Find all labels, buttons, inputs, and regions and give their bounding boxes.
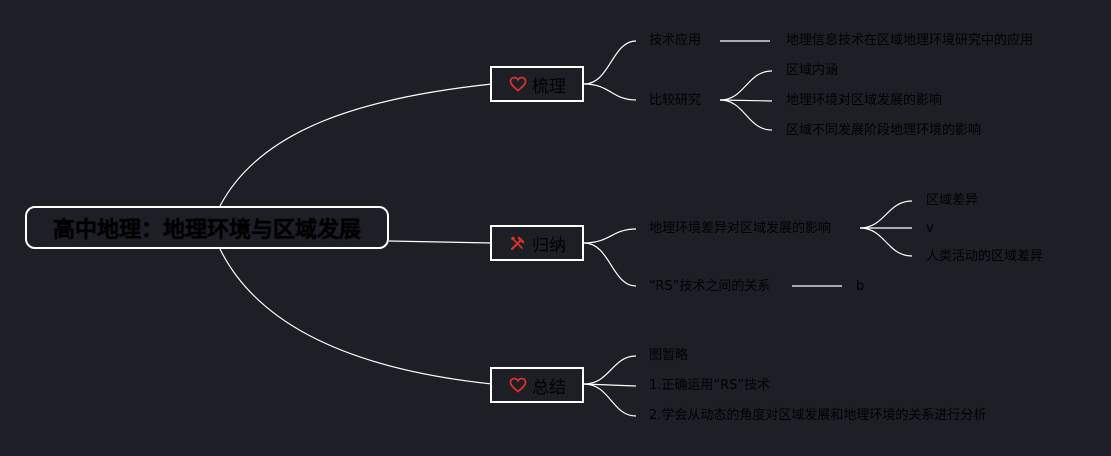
topic-node[interactable]: 区域内涵 [786, 63, 839, 78]
topic-node[interactable]: 1.正确运用“RS”技术 [649, 378, 771, 393]
link-b3-c1 [583, 355, 637, 385]
topic-node[interactable]: 比较研究 [649, 93, 702, 108]
link-root-branch3 [219, 248, 493, 385]
branch-node-shuli[interactable]: 梳理 [490, 66, 584, 102]
topic-node[interactable]: b [856, 279, 865, 294]
branch-label: 梳理 [532, 76, 566, 97]
topic-node[interactable]: 技术应用 [649, 33, 702, 48]
topic-node[interactable]: 区域不同发展阶段地理环境的影响 [786, 123, 982, 138]
link-b1-c1 [583, 40, 637, 85]
link-b1c2-leaf3 [719, 99, 773, 131]
link-b2c1-leaf3 [859, 227, 913, 257]
link-b2-c1 [583, 228, 637, 244]
topic-node[interactable]: 2.学会从动态的角度对区域发展和地理环境的关系进行分析 [649, 408, 987, 423]
tools-icon [508, 233, 528, 253]
link-b3-c3 [583, 383, 637, 417]
topic-node[interactable]: 人类活动的区域差异 [926, 249, 1044, 264]
link-b2-c2 [583, 242, 637, 287]
link-b1-c2 [583, 83, 637, 101]
topic-node[interactable]: 地理信息技术在区域地理环境研究中的应用 [786, 33, 1034, 48]
topic-node[interactable]: 图暂略 [649, 348, 689, 363]
link-b1c2-leaf2 [719, 99, 773, 102]
link-root-branch1 [219, 83, 493, 207]
heart-icon [508, 74, 528, 94]
link-b3-c2 [583, 383, 637, 387]
link-b2c1-leaf1 [859, 200, 913, 229]
branch-label: 总结 [532, 377, 566, 398]
topic-node[interactable]: 区域差异 [926, 193, 979, 208]
topic-node[interactable]: “RS”技术之间的关系 [649, 279, 771, 294]
link-root-branch2 [388, 240, 493, 244]
topic-node[interactable]: 地理环境差异对区域发展的影响 [649, 221, 832, 236]
branch-label: 归纳 [532, 235, 566, 256]
root-node[interactable]: 高中地理：地理环境与区域发展 [25, 206, 389, 249]
link-b1c2-leaf1 [719, 70, 773, 101]
branch-node-zongjie[interactable]: 总结 [490, 367, 584, 403]
root-label: 高中地理：地理环境与区域发展 [52, 217, 361, 243]
topic-node[interactable]: v [926, 221, 934, 236]
topic-node[interactable]: 地理环境对区域发展的影响 [786, 93, 943, 108]
heart-icon [508, 375, 528, 395]
branch-node-guina[interactable]: 归纳 [490, 225, 584, 261]
